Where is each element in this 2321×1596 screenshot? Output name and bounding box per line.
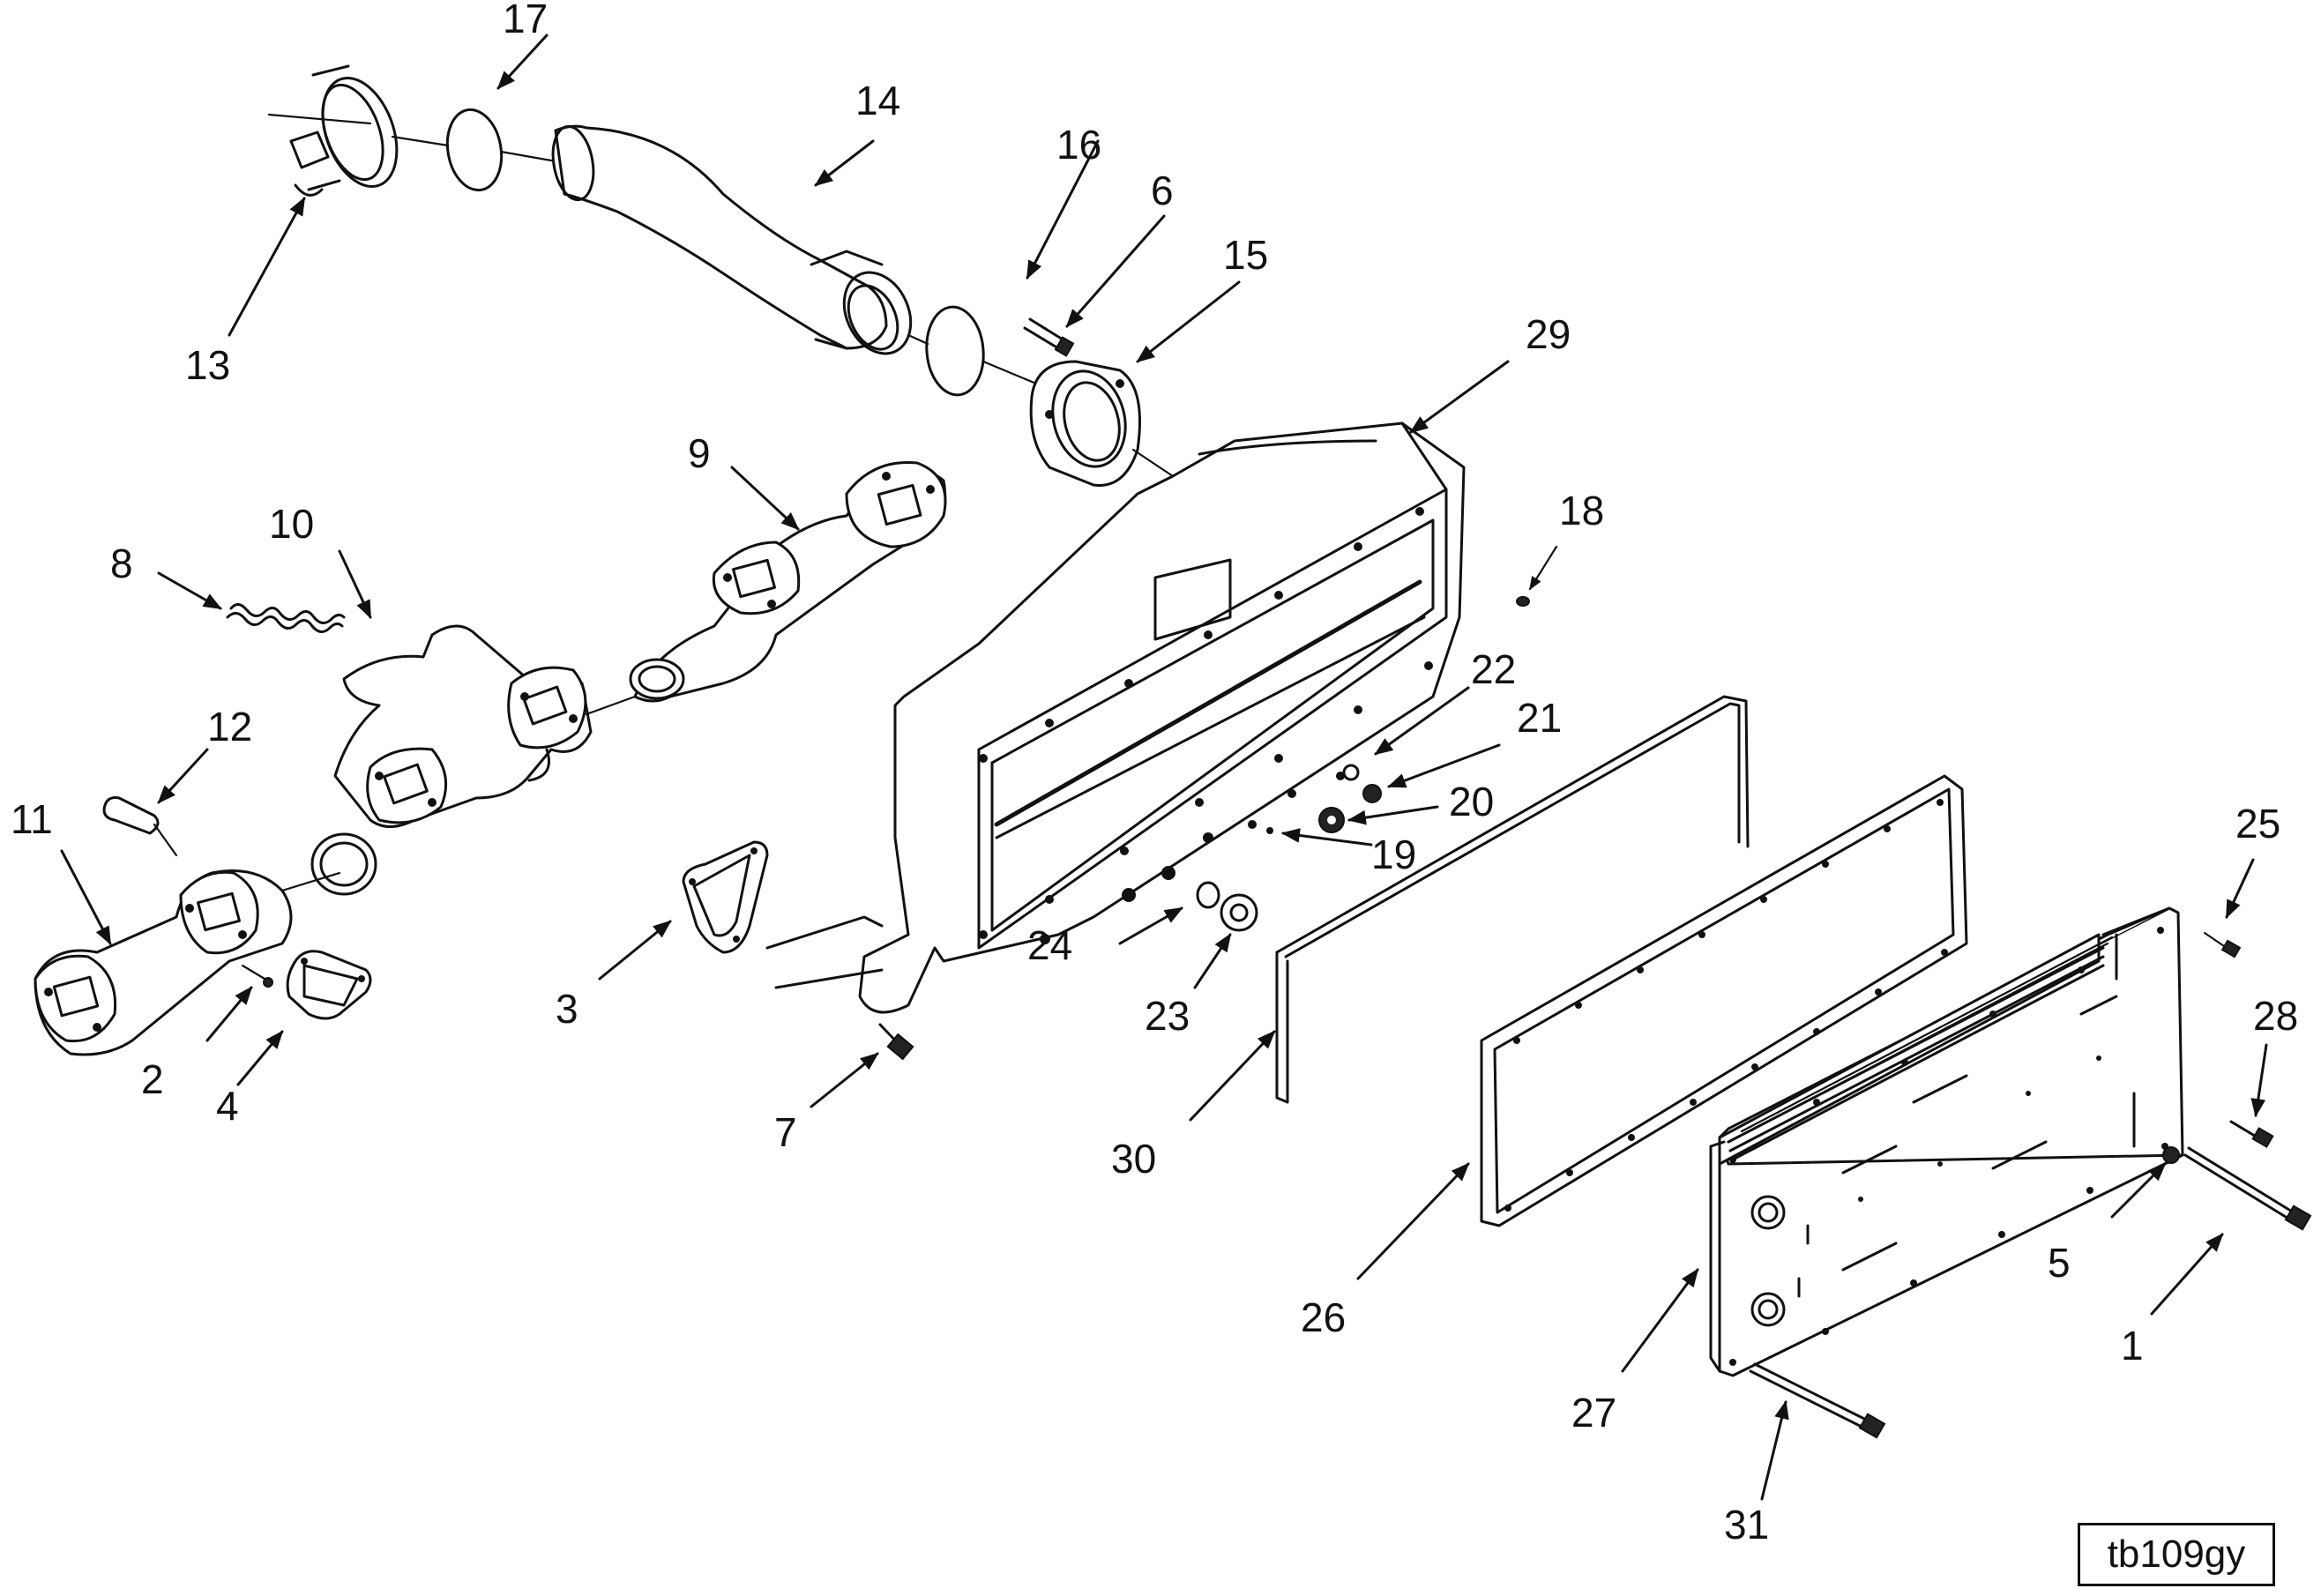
part-12-pin bbox=[102, 796, 178, 857]
callout-10: 10 bbox=[269, 501, 314, 547]
callout-labels: 1 2 3 4 5 6 7 8 9 10 11 12 13 14 15 16 1… bbox=[11, 0, 2298, 1548]
part-31-capscrew bbox=[1749, 1362, 1886, 1439]
part-28-fitting bbox=[2229, 1120, 2274, 1148]
callout-16: 16 bbox=[1056, 122, 1101, 168]
callout-15: 15 bbox=[1223, 232, 1268, 278]
part-26-gasket bbox=[1480, 774, 1968, 1227]
part-4-cover-plate bbox=[286, 950, 372, 1020]
callout-24: 24 bbox=[1027, 922, 1072, 968]
part-10-intake-manifold bbox=[310, 624, 593, 896]
callout-22: 22 bbox=[1471, 646, 1516, 692]
part-9-intake-manifold-elbow bbox=[629, 460, 947, 703]
part-25-capscrew bbox=[2203, 931, 2242, 958]
figure-id-label: tb109gy bbox=[2078, 1523, 2275, 1586]
leader-arrows bbox=[60, 34, 2268, 1501]
part-14-crossover-tube bbox=[551, 124, 913, 355]
part-11-manifold-section bbox=[34, 869, 293, 1056]
callout-3: 3 bbox=[556, 986, 578, 1032]
part-21-plug bbox=[1362, 784, 1382, 803]
part-18-plug bbox=[1516, 596, 1530, 607]
part-3-gasket bbox=[682, 840, 769, 954]
callout-14: 14 bbox=[855, 78, 900, 123]
callout-29: 29 bbox=[1526, 311, 1571, 357]
part-22-o-ring bbox=[1342, 764, 1360, 781]
callout-27: 27 bbox=[1571, 1390, 1616, 1436]
callout-6: 6 bbox=[1151, 168, 1174, 213]
part-5-washer bbox=[2162, 1146, 2180, 1164]
callout-25: 25 bbox=[2235, 801, 2280, 846]
callout-17: 17 bbox=[503, 0, 548, 41]
callout-5: 5 bbox=[2048, 1240, 2071, 1286]
part-13-v-band-clamp bbox=[267, 64, 399, 197]
callout-7: 7 bbox=[774, 1109, 797, 1155]
callout-20: 20 bbox=[1449, 779, 1494, 824]
part-6-stud bbox=[1023, 317, 1075, 357]
callout-2: 2 bbox=[141, 1056, 164, 1102]
callout-23: 23 bbox=[1145, 993, 1190, 1039]
part-19-plug bbox=[1266, 827, 1273, 834]
part-16-o-ring bbox=[925, 305, 985, 397]
part-17-o-ring bbox=[445, 108, 504, 192]
callout-8: 8 bbox=[110, 541, 133, 586]
callout-18: 18 bbox=[1559, 488, 1604, 533]
part-15-flange-adapter bbox=[1029, 360, 1141, 487]
part-7-capscrew bbox=[878, 1023, 914, 1061]
callout-11: 11 bbox=[11, 796, 53, 842]
part-20-plug bbox=[1318, 807, 1345, 833]
part-30-seal bbox=[1275, 695, 1750, 1104]
callout-9: 9 bbox=[688, 430, 711, 476]
part-27-aftercooler-core bbox=[1709, 906, 2184, 1377]
part-29-aftercooler-housing bbox=[765, 421, 1466, 1014]
callout-21: 21 bbox=[1517, 695, 1562, 741]
callout-13: 13 bbox=[185, 342, 230, 388]
callout-4: 4 bbox=[216, 1083, 239, 1129]
callout-1: 1 bbox=[2121, 1323, 2144, 1369]
part-2-screw bbox=[241, 964, 273, 988]
part-8-spring bbox=[226, 603, 346, 633]
part-23-plug bbox=[1220, 893, 1258, 932]
callout-30: 30 bbox=[1111, 1136, 1156, 1182]
part-1-capscrew bbox=[2183, 1146, 2312, 1231]
part-24-o-ring bbox=[1196, 881, 1220, 909]
callout-28: 28 bbox=[2253, 993, 2298, 1039]
callout-12: 12 bbox=[207, 704, 252, 750]
callout-31: 31 bbox=[1724, 1502, 1769, 1548]
callout-19: 19 bbox=[1371, 832, 1416, 877]
callout-26: 26 bbox=[1301, 1294, 1346, 1340]
